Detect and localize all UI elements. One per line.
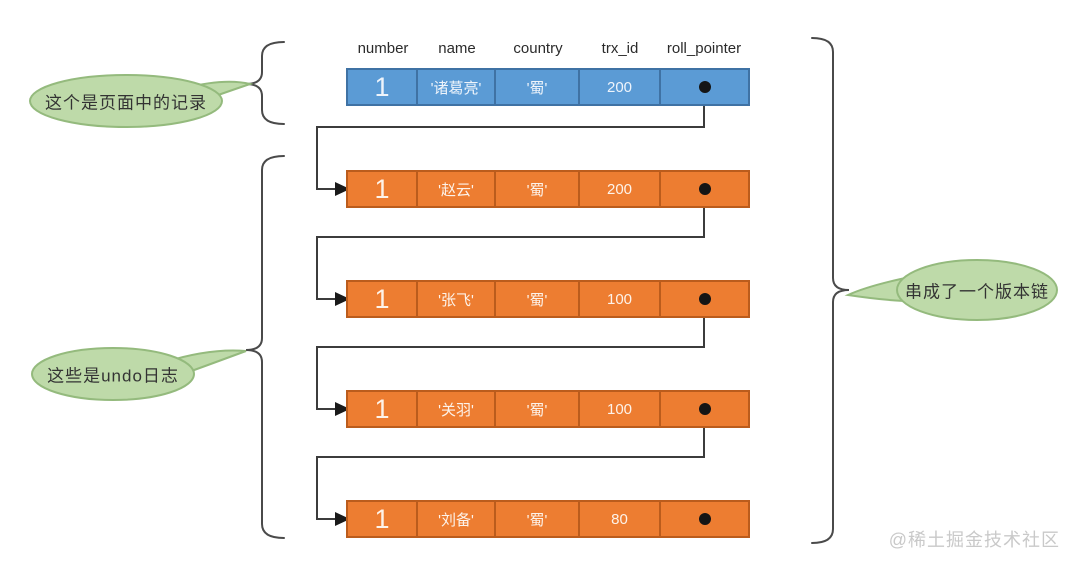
page-record-row: 1 '诸葛亮' '蜀' 200: [346, 68, 750, 106]
roll-pointer-dot: [698, 183, 711, 195]
cell-trx-id: 200: [580, 70, 661, 104]
cell-name: '诸葛亮': [418, 70, 496, 104]
cell-country: '蜀': [496, 282, 580, 316]
cell-trx-id: 100: [580, 392, 661, 426]
cell-name: '张飞': [418, 282, 496, 316]
roll-pointer-connector-2: [316, 190, 705, 300]
roll-pointer-dot: [698, 81, 711, 93]
undo-log-row-4: 1 '刘备' '蜀' 80: [346, 500, 750, 538]
roll-pointer-connector-1: [316, 88, 705, 190]
cell-roll-pointer: [661, 282, 748, 316]
watermark: @稀土掘金技术社区: [888, 530, 1060, 550]
callout-text-undo-logs: 这些是undo日志: [47, 366, 179, 386]
cell-number: 1: [348, 172, 418, 206]
callout-bubble-version-chain: [844, 259, 1058, 321]
cell-roll-pointer: [661, 172, 748, 206]
roll-pointer-connector-4: [316, 410, 705, 520]
cell-trx-id: 80: [580, 502, 661, 536]
cell-country: '蜀': [496, 502, 580, 536]
cell-country: '蜀': [496, 392, 580, 426]
cell-roll-pointer: [661, 70, 748, 104]
cell-trx-id: 200: [580, 172, 661, 206]
brace-page-record: [245, 41, 285, 125]
callout-text-version-chain: 串成了一个版本链: [905, 282, 1049, 302]
callout-text-page-record: 这个是页面中的记录: [45, 93, 207, 113]
column-header-roll-pointer: roll_pointer: [666, 40, 742, 57]
arrowhead-icon: [335, 402, 350, 416]
roll-pointer-dot: [698, 513, 711, 525]
roll-pointer-connector-3: [316, 300, 705, 410]
arrowhead-icon: [335, 512, 350, 526]
column-header-trx-id: trx_id: [601, 40, 639, 57]
cell-roll-pointer: [661, 502, 748, 536]
callout-bubble-page-record: [29, 74, 254, 128]
roll-pointer-dot: [698, 293, 711, 305]
cell-country: '蜀': [496, 70, 580, 104]
column-header-name: name: [438, 40, 476, 57]
arrowhead-icon: [335, 182, 350, 196]
brace-version-chain: [811, 37, 850, 544]
column-header-country: country: [513, 40, 563, 57]
undo-log-row-3: 1 '关羽' '蜀' 100: [346, 390, 750, 428]
cell-name: '关羽': [418, 392, 496, 426]
cell-trx-id: 100: [580, 282, 661, 316]
callout-bubble-undo-logs: [31, 347, 247, 401]
cell-roll-pointer: [661, 392, 748, 426]
arrowhead-icon: [335, 292, 350, 306]
cell-number: 1: [348, 282, 418, 316]
undo-log-row-2: 1 '张飞' '蜀' 100: [346, 280, 750, 318]
column-header-number: number: [357, 40, 409, 57]
brace-undo-logs: [245, 155, 285, 539]
cell-name: '刘备': [418, 502, 496, 536]
cell-number: 1: [348, 502, 418, 536]
undo-log-row-1: 1 '赵云' '蜀' 200: [346, 170, 750, 208]
cell-number: 1: [348, 70, 418, 104]
cell-number: 1: [348, 392, 418, 426]
roll-pointer-dot: [698, 403, 711, 415]
cell-country: '蜀': [496, 172, 580, 206]
cell-name: '赵云': [418, 172, 496, 206]
